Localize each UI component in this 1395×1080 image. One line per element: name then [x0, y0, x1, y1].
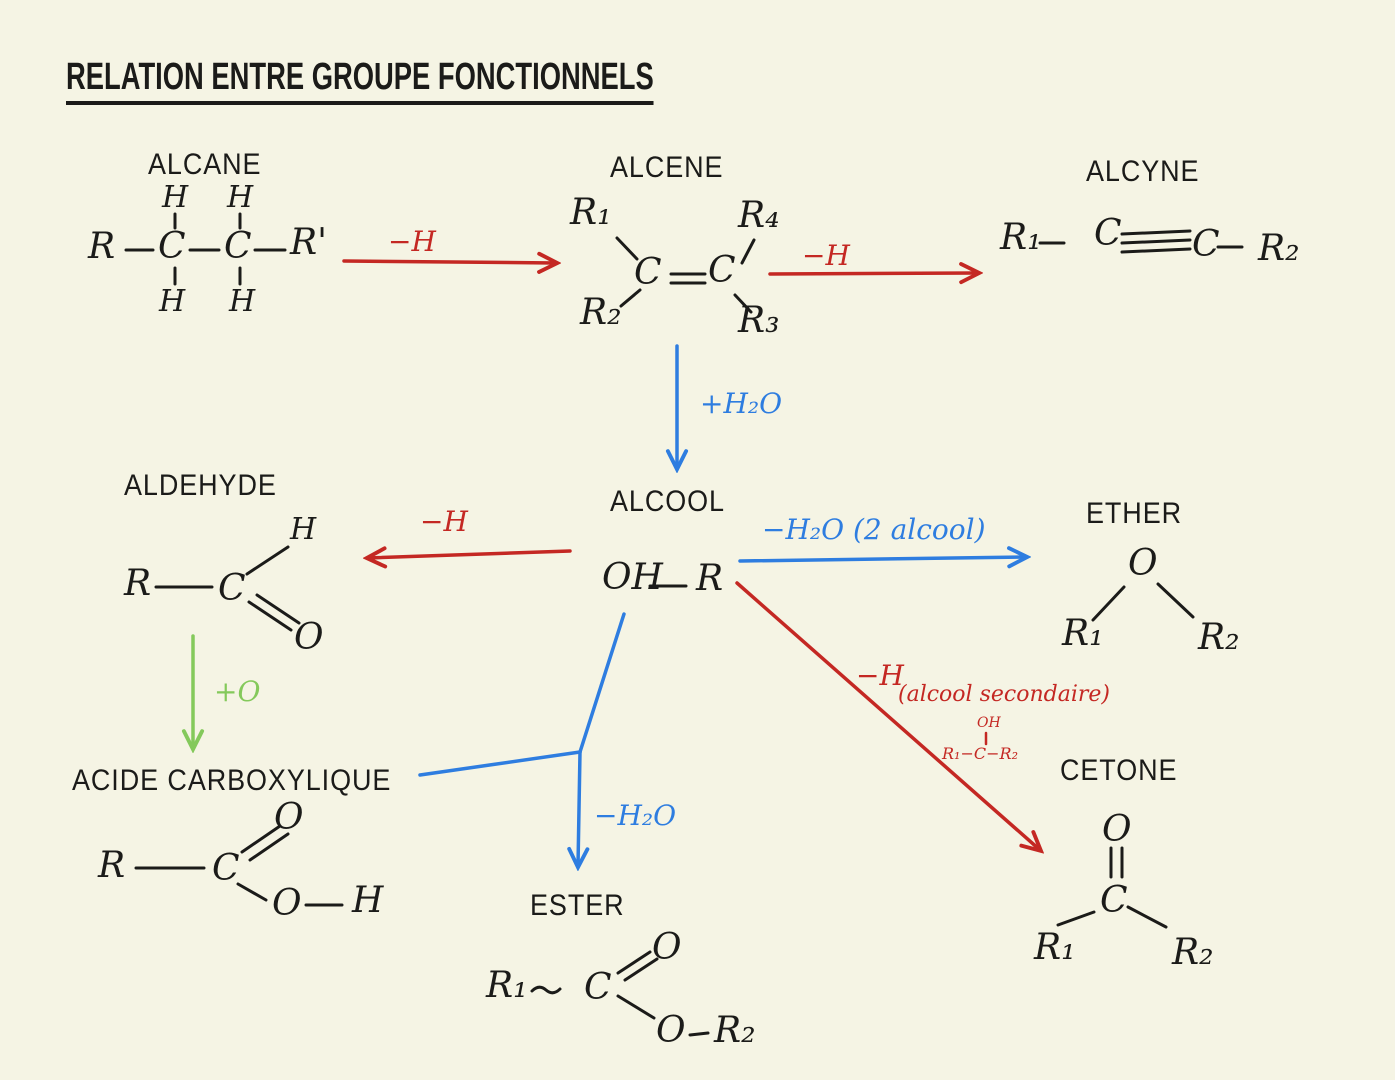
- ester-label: ESTER: [530, 889, 625, 922]
- aldehyde-bonds: [154, 545, 301, 632]
- reaction-alcane-to-alcene-label: −H: [388, 225, 436, 258]
- alcane-h-bottom-2: H: [229, 284, 256, 319]
- ester-carbon: C: [584, 967, 612, 1008]
- alcene-r2: R₂: [580, 292, 622, 333]
- arrow-alcane-to-alcene: [342, 261, 556, 263]
- ether-r1: R₁: [1062, 613, 1104, 654]
- alcyne-carbon-1: C: [1094, 213, 1122, 254]
- ester-r2: R₂: [714, 1010, 756, 1051]
- arrow-alcool-to-ether: [738, 557, 1026, 561]
- alcyne-r2: R₂: [1258, 228, 1300, 269]
- reaction-alcool-to-aldehyde-label: −H: [420, 505, 468, 538]
- cetone-carbon: C: [1100, 880, 1128, 921]
- reaction-cetone-note-oh: OH: [977, 715, 1001, 731]
- alcane-h-top-2: H: [227, 180, 254, 215]
- ester-bonds: [530, 950, 710, 1037]
- acide-r: R: [98, 845, 126, 886]
- reaction-alcene-to-alcyne-label: −H: [802, 239, 850, 272]
- alcyne-r1: R₁: [1000, 217, 1042, 258]
- acide-o-top: O: [274, 797, 304, 838]
- alcene-r3: R₃: [738, 300, 780, 341]
- cetone-r2: R₂: [1172, 932, 1214, 973]
- ether-label: ETHER: [1086, 497, 1183, 530]
- aldehyde-o: O: [294, 617, 324, 658]
- acide-carbon: C: [212, 848, 240, 889]
- acide-h: H: [352, 880, 384, 921]
- arrow-alcool-to-cetone: [735, 581, 1040, 850]
- page-title: RELATION ENTRE GROUPE FONCTIONNELS: [66, 58, 654, 105]
- alcane-r-right: R': [290, 222, 328, 263]
- alcene-bonds: [615, 236, 756, 314]
- ether-bonds: [1091, 582, 1195, 622]
- reaction-alcool-to-cetone-label: −H: [856, 659, 904, 692]
- alcane-bonds: [124, 212, 287, 286]
- ester-r1: R₁: [486, 965, 528, 1006]
- alcene-r1: R₁: [570, 192, 612, 233]
- alcane-carbon-2: C: [224, 226, 252, 267]
- cetone-r1: R₁: [1034, 927, 1076, 968]
- alcene-label: ALCENE: [610, 151, 724, 184]
- cetone-bonds: [1056, 846, 1168, 929]
- alcene-carbon-1: C: [634, 252, 662, 293]
- alcyne-bonds: [1038, 229, 1244, 254]
- ether-o: O: [1128, 543, 1158, 584]
- aldehyde-r: R: [124, 563, 152, 604]
- acide-bonds: [134, 824, 344, 907]
- reaction-alcool-to-ether-label: −H₂O (2 alcool): [762, 513, 986, 546]
- alcane-r-left: R: [88, 226, 116, 267]
- reaction-cetone-note-formula: R₁−C−R₂: [942, 744, 1018, 763]
- alcene-r4: R₄: [738, 195, 780, 236]
- alcool-r: R: [696, 558, 724, 599]
- ester-o-top: O: [652, 927, 682, 968]
- alcyne-carbon-2: C: [1192, 224, 1220, 265]
- cetone-label: CETONE: [1060, 754, 1178, 787]
- reaction-aldehyde-to-acide-label: +O: [214, 675, 261, 708]
- reaction-alcool-to-cetone-note: (alcool secondaire): [898, 682, 1110, 707]
- alcane-h-bottom-1: H: [159, 284, 186, 319]
- ester-o-bottom: O: [656, 1010, 686, 1051]
- acide-label: ACIDE CARBOXYLIQUE: [72, 764, 392, 797]
- alcool-oh: OH: [602, 557, 663, 598]
- reaction-alcene-to-alcool-label: +H₂O: [700, 387, 783, 420]
- arrow-alcene-to-alcyne: [768, 273, 978, 274]
- aldehyde-label: ALDEHYDE: [124, 469, 277, 502]
- alcane-h-top-1: H: [162, 180, 189, 215]
- alcool-label: ALCOOL: [610, 485, 725, 518]
- alcane-label: ALCANE: [148, 148, 262, 181]
- alcene-carbon-2: C: [708, 250, 736, 291]
- cetone-o: O: [1102, 809, 1132, 850]
- alcane-carbon-1: C: [158, 226, 186, 267]
- ether-r2: R₂: [1198, 617, 1240, 658]
- reaction-alcool-to-ester-label: −H₂O: [594, 799, 677, 832]
- line-alcool-to-acide-and-ester: [418, 612, 626, 866]
- arrow-alcool-to-aldehyde: [368, 551, 572, 558]
- alcyne-label: ALCYNE: [1086, 155, 1200, 188]
- aldehyde-h: H: [290, 512, 317, 547]
- acide-o-bottom: O: [272, 883, 302, 924]
- aldehyde-carbon: C: [218, 568, 246, 609]
